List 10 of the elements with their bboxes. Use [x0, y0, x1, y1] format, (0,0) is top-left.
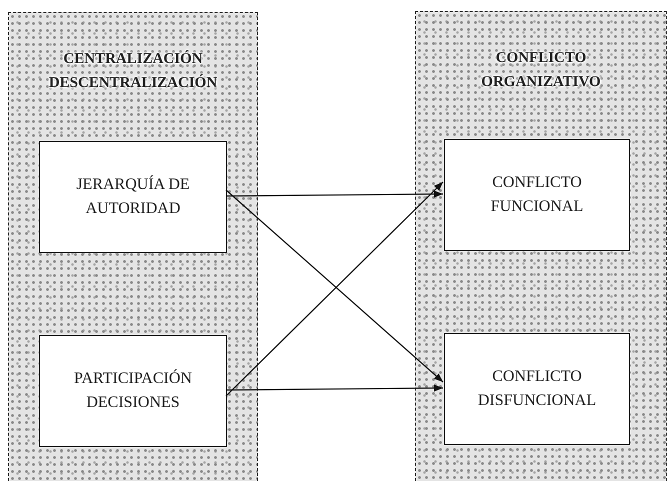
group-panel	[8, 12, 258, 481]
arrow	[226, 384, 443, 392]
arrow	[226, 190, 443, 198]
group-heading: CENTRALIZACIÓN DESCENTRALIZACIÓN	[48, 49, 218, 93]
box-label: JERARQUÍA DE AUTORIDAD	[75, 174, 191, 219]
box-label: CONFLICTO FUNCIONAL	[490, 173, 584, 217]
group-heading: CONFLICTO ORGANIZATIVO	[480, 49, 602, 92]
box-label: PARTICIPACIÓN DECISIONES	[73, 368, 193, 413]
box-label: CONFLICTO DISFUNCIONAL	[476, 367, 598, 411]
group-panel	[415, 11, 667, 481]
